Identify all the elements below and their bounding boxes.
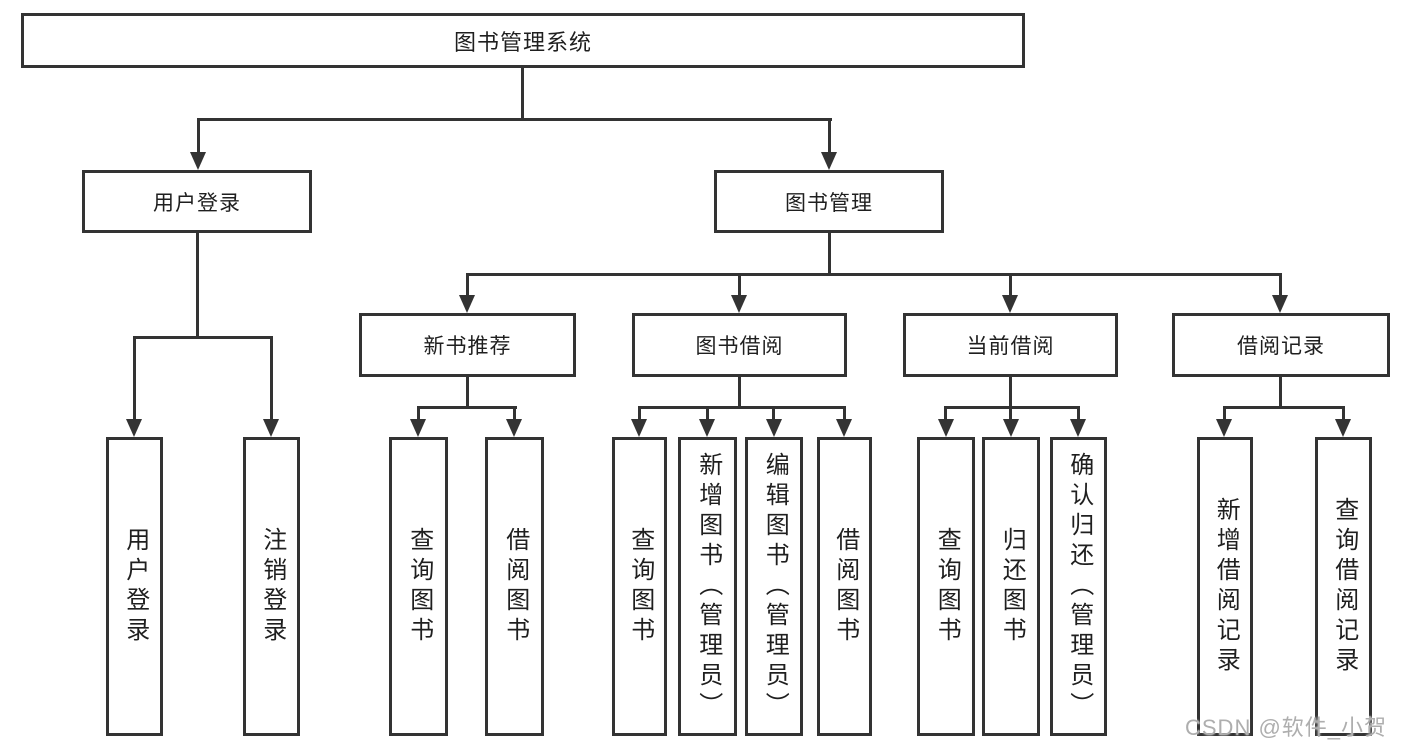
- connector-stem-borrow-leaf4: [843, 406, 846, 421]
- connector-stem-recommend-leaf2: [513, 406, 516, 421]
- arrowhead-borrow-leaf2: [699, 419, 715, 437]
- leaf-add-books-admin-label: 新增图书（管理员）: [694, 451, 722, 722]
- node-root: 图书管理系统: [21, 13, 1025, 68]
- leaf-query-books-recommend: 查询图书: [389, 437, 448, 736]
- connector-stem-current-borrow: [1009, 273, 1012, 298]
- node-book-borrow: 图书借阅: [632, 313, 847, 377]
- leaf-query-borrow-record-label: 查询借阅记录: [1330, 496, 1358, 677]
- connector-stem-book-borrow: [738, 273, 741, 298]
- connector-records-stem: [1279, 377, 1282, 409]
- arrowhead-book-borrow: [731, 295, 747, 313]
- leaf-borrow-books-label: 借阅图书: [831, 526, 859, 647]
- leaf-query-borrow-record: 查询借阅记录: [1315, 437, 1372, 736]
- connector-rail-current: [944, 406, 1080, 409]
- arrowhead-borrow-leaf1: [631, 419, 647, 437]
- node-book-borrow-label: 图书借阅: [695, 335, 784, 358]
- leaf-add-borrow-record-label: 新增借阅记录: [1212, 496, 1240, 677]
- node-new-book-recommend: 新书推荐: [359, 313, 576, 377]
- node-book-management: 图书管理: [714, 170, 944, 233]
- connector-stem-recommend-leaf1: [417, 406, 420, 421]
- connector-stem-current-leaf2: [1009, 406, 1012, 421]
- arrowhead-leaf-user-login: [126, 419, 142, 437]
- connector-stem-leaf-user-login: [133, 336, 136, 421]
- arrowhead-borrow-leaf4: [836, 419, 852, 437]
- connector-stem-book-management: [828, 118, 831, 158]
- leaf-confirm-return-admin: 确认归还（管理员）: [1050, 437, 1107, 736]
- arrowhead-records-leaf1: [1216, 419, 1232, 437]
- connector-stem-current-leaf1: [944, 406, 947, 421]
- connector-rail-recommend: [417, 406, 517, 409]
- leaf-query-books-current-label: 查询图书: [933, 526, 961, 647]
- leaf-borrow-books-recommend: 借阅图书: [485, 437, 544, 736]
- connector-stem-borrow-leaf3: [772, 406, 775, 421]
- connector-stem-leaf-logout: [270, 336, 273, 421]
- connector-stem-user-login: [197, 118, 200, 158]
- node-book-management-label: 图书管理: [785, 191, 873, 215]
- node-borrow-records: 借阅记录: [1172, 313, 1390, 377]
- node-root-label: 图书管理系统: [453, 29, 592, 55]
- leaf-query-books-borrow: 查询图书: [612, 437, 667, 736]
- node-borrow-records-label: 借阅记录: [1237, 335, 1325, 358]
- connector-stem-current-leaf3: [1077, 406, 1080, 421]
- leaf-return-books: 归还图书: [982, 437, 1040, 736]
- arrowhead-current-leaf1: [938, 419, 954, 437]
- connector-stem-new-book-recommend: [466, 273, 469, 298]
- csdn-watermark: CSDN @软件_小贺同学: [1185, 715, 1388, 740]
- node-user-login: 用户登录: [82, 170, 312, 233]
- arrowhead-new-book-recommend: [459, 295, 475, 313]
- arrowhead-borrow-leaf3: [766, 419, 782, 437]
- leaf-user-login-label: 用户登录: [121, 526, 149, 647]
- connector-stem-borrow-records: [1279, 273, 1282, 298]
- arrowhead-current-leaf3: [1070, 419, 1086, 437]
- arrowhead-records-leaf2: [1335, 419, 1351, 437]
- arrowhead-recommend-leaf1: [410, 419, 426, 437]
- connector-rail-user-login: [133, 336, 273, 339]
- leaf-user-login: 用户登录: [106, 437, 163, 736]
- leaf-add-books-admin: 新增图书（管理员）: [678, 437, 737, 736]
- connector-book-management-stem: [828, 233, 831, 276]
- leaf-query-books-current: 查询图书: [917, 437, 975, 736]
- connector-recommend-stem: [466, 377, 469, 409]
- leaf-borrow-books-recommend-label: 借阅图书: [501, 526, 529, 647]
- leaf-query-books-borrow-label: 查询图书: [626, 526, 654, 647]
- connector-stem-records-leaf1: [1223, 406, 1226, 421]
- arrowhead-current-borrow: [1002, 295, 1018, 313]
- leaf-return-books-label: 归还图书: [998, 526, 1026, 647]
- connector-root-stem: [521, 68, 524, 118]
- arrowhead-leaf-logout: [263, 419, 279, 437]
- arrowhead-borrow-records: [1272, 295, 1288, 313]
- leaf-logout-label: 注销登录: [258, 526, 286, 647]
- connector-stem-borrow-leaf1: [638, 406, 641, 421]
- leaf-add-borrow-record: 新增借阅记录: [1197, 437, 1253, 736]
- leaf-query-books-recommend-label: 查询图书: [405, 526, 433, 647]
- node-user-login-label: 用户登录: [153, 191, 241, 215]
- connector-current-stem: [1009, 377, 1012, 409]
- connector-rail-level3: [466, 273, 1282, 276]
- leaf-logout: 注销登录: [243, 437, 300, 736]
- arrowhead-user-login: [190, 152, 206, 170]
- node-current-borrow: 当前借阅: [903, 313, 1118, 377]
- node-current-borrow-label: 当前借阅: [966, 335, 1055, 358]
- node-new-book-recommend-label: 新书推荐: [423, 335, 512, 358]
- leaf-edit-books-admin: 编辑图书（管理员）: [745, 437, 803, 736]
- leaf-edit-books-admin-label: 编辑图书（管理员）: [761, 451, 789, 722]
- connector-stem-borrow-leaf2: [706, 406, 709, 421]
- arrowhead-current-leaf2: [1003, 419, 1019, 437]
- connector-rail-borrow: [638, 406, 846, 409]
- leaf-borrow-books: 借阅图书: [817, 437, 872, 736]
- connector-stem-records-leaf2: [1342, 406, 1345, 421]
- connector-rail-records: [1223, 406, 1345, 409]
- leaf-confirm-return-admin-label: 确认归还（管理员）: [1065, 451, 1093, 722]
- connector-borrow-stem: [738, 377, 741, 409]
- connector-user-login-stem: [196, 233, 199, 336]
- connector-rail-level2: [197, 118, 832, 121]
- arrowhead-recommend-leaf2: [506, 419, 522, 437]
- arrowhead-book-management: [821, 152, 837, 170]
